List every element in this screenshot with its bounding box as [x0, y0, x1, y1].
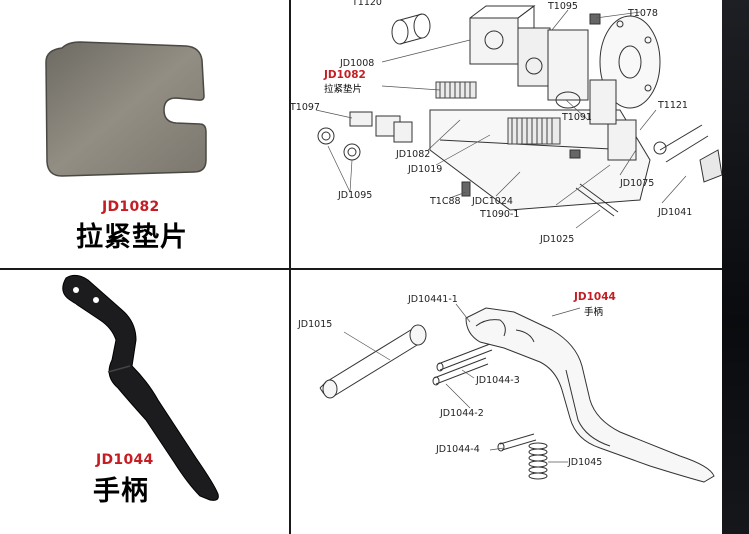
label-t1095: T1095	[548, 1, 578, 12]
divider-horizontal	[0, 268, 722, 270]
part-code-jd1082: JD1082	[102, 199, 160, 215]
label-jd1075: JD1075	[620, 178, 655, 189]
part-name-handle: 手柄	[93, 476, 149, 507]
callout-code-jd1044: JD1044	[574, 291, 616, 303]
panel-handle-diagram: JD10441-1 JD1015 JD1044 手柄 JD1044-3 JD10…	[290, 270, 722, 534]
part-name-tension-pad: 拉紧垫片	[76, 222, 188, 253]
label-t1097: T1097	[290, 102, 320, 113]
callout-name-tension-pad: 拉紧垫片	[324, 84, 363, 95]
label-jd1095: JD1095	[338, 190, 373, 201]
panel-jd1082-photo: JD1082 拉紧垫片	[0, 0, 290, 268]
label-t1090-1: T1090-1	[480, 209, 520, 220]
label-jd10441-1: JD10441-1	[408, 294, 458, 305]
handle-photo	[62, 274, 219, 501]
label-t1091: T1091	[562, 112, 592, 123]
label-t1c88: T1C88	[430, 196, 461, 207]
label-jd1019: JD1019	[408, 164, 443, 175]
label-jd1008: JD1008	[340, 58, 375, 69]
dark-right-edge	[722, 0, 749, 534]
callout-name-handle: 手柄	[584, 307, 604, 318]
label-jdc1024: JDC1024	[472, 196, 513, 207]
callout-code-jd1082: JD1082	[324, 69, 366, 81]
label-jd1015: JD1015	[298, 319, 333, 330]
label-jd1082: JD1082	[396, 149, 431, 160]
label-t1078: T1078	[628, 8, 658, 19]
label-jd1044-3: JD1044-3	[476, 375, 520, 386]
handle-exploded-drawing	[319, 303, 715, 483]
label-jd1044-4: JD1044-4	[436, 444, 480, 455]
divider-vertical	[289, 0, 291, 534]
assembly-exploded-drawing	[315, 5, 722, 229]
label-jd1044-2: JD1044-2	[440, 408, 484, 419]
panel-jd1044-photo: JD1044 手柄	[0, 270, 290, 534]
label-t1121: T1121	[658, 100, 688, 111]
panel-assembly-diagram: T1120 T1095 T1078 JD1008 JD1082 拉紧垫片 T10…	[290, 0, 722, 268]
label-t1120: T1120	[352, 0, 382, 8]
label-jd1045: JD1045	[568, 457, 603, 468]
label-jd1025: JD1025	[540, 234, 575, 245]
label-jd1041: JD1041	[658, 207, 693, 218]
part-code-jd1044: JD1044	[96, 452, 154, 468]
tension-pad-photo	[45, 41, 207, 177]
